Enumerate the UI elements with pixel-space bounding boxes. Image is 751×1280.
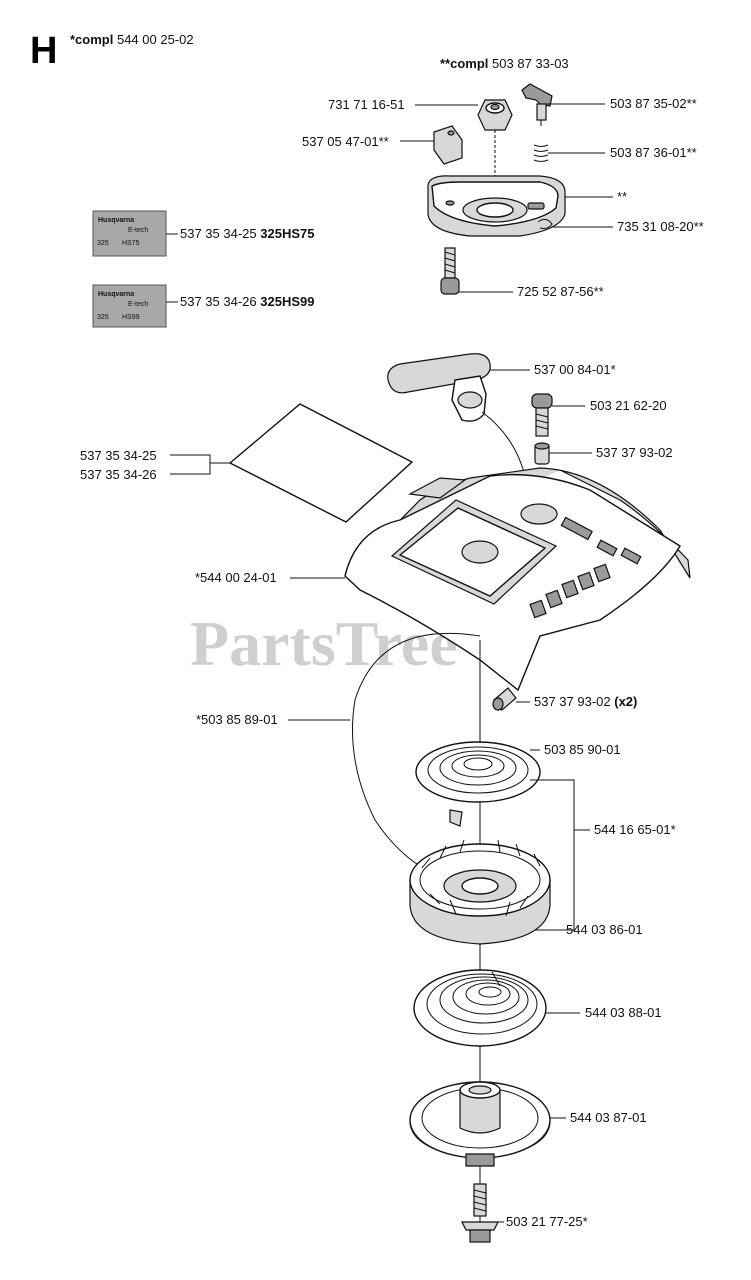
decal-brand: Husqvarna: [98, 291, 134, 298]
callout-503-87-35-02: 503 87 35-02**: [610, 96, 697, 111]
decal-325hs99: Husqvarna E-tech 325 HS99: [92, 284, 167, 328]
cover-bolt-part: [531, 393, 553, 437]
decal-variant: HS99: [122, 314, 140, 321]
callout-503-21-62-20: 503 21 62-20: [590, 398, 667, 413]
callout-725-52-87-56: 725 52 87-56**: [517, 284, 604, 299]
decal-sub: E-tech: [128, 301, 148, 308]
decal-model-code: 325: [97, 314, 109, 321]
callout-x2-qty: (x2): [614, 694, 637, 709]
sticker-sheet: [228, 403, 414, 523]
bottom-screw-part: [461, 1183, 499, 1243]
callout-544-03-88-01: 544 03 88-01: [585, 1005, 662, 1020]
decal-model-name: 325HS75: [260, 226, 314, 241]
callout-double-star: **: [617, 189, 627, 204]
watermark: PartsTree: [190, 608, 458, 679]
nut-part: [477, 99, 513, 131]
clip-part: [537, 218, 553, 229]
callout-537-37-93-02: 537 37 93-02: [596, 445, 673, 460]
lock-block-part: [433, 125, 463, 165]
callout-503-85-90-01: 503 85 90-01: [544, 742, 621, 757]
callout-503-85-89-01: *503 85 89-01: [196, 712, 278, 727]
section-compl-prefix: *compl: [70, 32, 113, 47]
callout-544-03-87-01: 544 03 87-01: [570, 1110, 647, 1125]
callout-537-00-84-01: 537 00 84-01*: [534, 362, 616, 377]
bushing-part: [534, 442, 550, 465]
handle-lock-assembly: [427, 83, 566, 295]
starter-rope-part: [352, 632, 481, 867]
callout-537-35-34-25: 537 35 34-25: [80, 448, 157, 463]
callout-537-35-34-26: 537 35 34-26: [80, 467, 157, 482]
callout-x2-part-number: 537 37 93-02: [534, 694, 611, 709]
decal-model-code: 325: [97, 240, 109, 247]
decal-325hs75: Husqvarna E-tech 325 HS75: [92, 210, 167, 257]
callout-544-03-86-01: 544 03 86-01: [566, 922, 643, 937]
hub-flange-part: [409, 1081, 551, 1167]
decal-part-number: 537 35 34-25: [180, 226, 257, 241]
cover-vents: [529, 516, 642, 619]
callout-503-87-36-01: 503 87 36-01**: [610, 145, 697, 160]
rope-pulley-part: [409, 839, 551, 945]
callout-decal-325hs99: 537 35 34-26 325HS99: [180, 294, 314, 309]
decal-model-name: 325HS99: [260, 294, 314, 309]
section-compl: *compl 544 00 25-02: [70, 32, 194, 47]
spring-part: [533, 144, 549, 162]
subassembly-compl-prefix: **compl: [440, 56, 488, 71]
bushing-x2-part: [492, 687, 517, 711]
decal-part-number: 537 35 34-26: [180, 294, 257, 309]
callout-503-21-77-25: 503 21 77-25*: [506, 1214, 588, 1229]
decal-variant: HS75: [122, 240, 140, 247]
callout-537-05-47-01: 537 05 47-01**: [302, 134, 389, 149]
lock-base-part: [427, 175, 566, 237]
section-compl-number: 544 00 25-02: [117, 32, 194, 47]
starter-handle-part: [387, 353, 529, 491]
drive-spring-part: [413, 969, 547, 1047]
decal-sub: E-tech: [128, 227, 148, 234]
lock-knob-part: [521, 83, 553, 126]
subassembly-compl: **compl 503 87 33-03: [440, 56, 569, 71]
callout-537-37-93-02-x2: 537 37 93-02 (x2): [534, 694, 637, 709]
section-letter: H: [30, 30, 57, 72]
callout-731-71-16-51: 731 71 16-51: [328, 97, 405, 112]
callout-544-16-65-01: 544 16 65-01*: [594, 822, 676, 837]
recoil-spring-part: [415, 741, 541, 827]
subassembly-compl-number: 503 87 33-03: [492, 56, 569, 71]
base-screw-part: [440, 247, 460, 295]
decal-brand: Husqvarna: [98, 217, 134, 224]
callout-decal-325hs75: 537 35 34-25 325HS75: [180, 226, 314, 241]
starter-cover-part: [344, 467, 691, 692]
callout-735-31-08-20: 735 31 08-20**: [617, 219, 704, 234]
callout-544-00-24-01: *544 00 24-01: [195, 570, 277, 585]
